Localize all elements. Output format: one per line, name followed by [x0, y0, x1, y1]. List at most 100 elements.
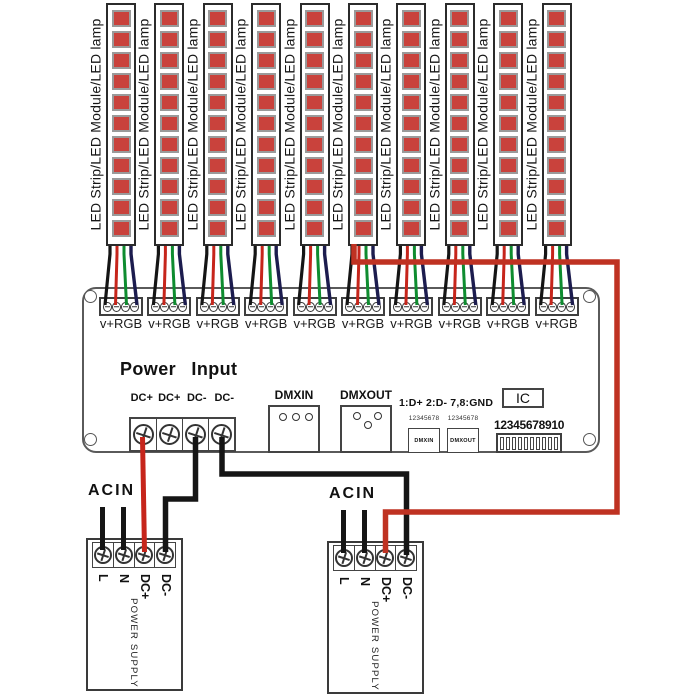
led-chip: [208, 10, 228, 27]
led-chip: [547, 94, 567, 111]
led-chip: [401, 73, 421, 90]
dip-slot: [500, 436, 504, 450]
screw-terminal: [363, 301, 372, 312]
led-chip: [353, 10, 373, 27]
screw-terminal: [178, 301, 188, 312]
screw-terminal: [354, 301, 363, 312]
led-chip: [208, 94, 228, 111]
screw-terminal: [393, 301, 403, 312]
dip-slot: [506, 436, 510, 450]
led-chip: [353, 94, 373, 111]
led-chip: [498, 178, 518, 195]
strip-label: LED Strip/LED Module/LED lamp: [474, 18, 491, 231]
led-chip: [111, 52, 131, 69]
output-connector: [389, 297, 434, 316]
dip-numbers: 12345678910: [494, 418, 565, 432]
led-chip: [353, 220, 373, 237]
led-chip: [547, 220, 567, 237]
led-chip: [159, 73, 179, 90]
output-connector: [292, 297, 337, 316]
led-chip: [159, 157, 179, 174]
screw-terminal: [185, 424, 206, 445]
led-chip: [256, 199, 276, 216]
psu-body-label: POWER SUPPLY: [128, 598, 139, 688]
led-chip: [159, 136, 179, 153]
mounting-hole: [583, 433, 596, 446]
terminal-cell: [334, 546, 354, 570]
acin-label: ACIN: [88, 482, 136, 499]
output-connector: [341, 297, 385, 316]
led-chip: [498, 31, 518, 48]
led-chip: [159, 94, 179, 111]
dc-terminal-label: DC-: [186, 392, 207, 404]
led-chip: [305, 94, 325, 111]
connector-label: v+RGB: [293, 316, 336, 331]
screw-terminal: [323, 301, 333, 312]
led-chip: [450, 157, 470, 174]
connector-label: v+RGB: [535, 316, 578, 331]
led-chip: [401, 157, 421, 174]
connector-label: v+RGB: [196, 316, 239, 331]
led-strip: [348, 3, 378, 246]
led-chip: [353, 178, 373, 195]
led-chip: [547, 178, 567, 195]
led-strip: [299, 3, 330, 246]
led-chip: [256, 178, 276, 195]
screw-terminal: [376, 549, 395, 567]
strip-label: LED Strip/LED Module/LED lamp: [135, 18, 152, 231]
dip-slot: [512, 436, 516, 450]
led-chip: [111, 73, 131, 90]
strip-label: LED Strip/LED Module/LED lamp: [87, 18, 104, 231]
psu-body-label: POWER SUPPLY: [369, 601, 380, 691]
dip-slot: [548, 436, 552, 450]
led-chip: [353, 199, 373, 216]
xlr-pin: [292, 413, 300, 421]
led-strip: [154, 3, 185, 246]
output-connector: [99, 297, 143, 316]
screw-terminal: [151, 301, 161, 312]
led-chip: [159, 10, 179, 27]
screw-terminal: [217, 301, 227, 312]
connector-label: v+RGB: [341, 316, 385, 331]
dip-slot: [524, 436, 528, 450]
strip-label: LED Strip/LED Module/LED lamp: [281, 18, 298, 231]
screw-terminal: [402, 301, 412, 312]
led-chip: [353, 115, 373, 132]
screw-terminal: [411, 301, 421, 312]
screw-terminal: [93, 546, 112, 564]
screw-terminal: [334, 549, 353, 567]
led-chip: [208, 31, 228, 48]
screw-terminal: [130, 301, 139, 312]
screw-terminal: [345, 301, 354, 312]
led-chip: [305, 157, 325, 174]
screw-terminal: [159, 424, 180, 445]
led-chip: [450, 199, 470, 216]
led-chip: [498, 10, 518, 27]
led-chip: [208, 157, 228, 174]
led-chip: [111, 220, 131, 237]
screw-terminal: [450, 301, 460, 312]
led-chip: [401, 10, 421, 27]
led-chip: [450, 52, 470, 69]
screw-terminal: [355, 549, 374, 567]
psu-terminal-label: L: [336, 577, 351, 585]
screw-terminal: [103, 301, 112, 312]
led-chip: [111, 94, 131, 111]
led-chip: [305, 31, 325, 48]
screw-terminal: [305, 301, 315, 312]
led-chip: [498, 115, 518, 132]
pin-note: 1:D+ 2:D- 7,8:GND: [399, 397, 494, 409]
mounting-hole: [84, 433, 97, 446]
led-chip: [450, 220, 470, 237]
led-chip: [111, 178, 131, 195]
port-digits: 12345678: [408, 415, 440, 422]
led-strip: [444, 3, 475, 246]
wire-dc-minus-psu1: [162, 437, 199, 552]
led-chip: [159, 115, 179, 132]
screw-terminal: [248, 301, 258, 312]
led-chip: [208, 199, 228, 216]
output-connector: [244, 297, 289, 316]
terminal-cell: [374, 546, 396, 570]
wire-dc-plus-psu1: [140, 436, 147, 553]
output-connector: [437, 297, 482, 316]
